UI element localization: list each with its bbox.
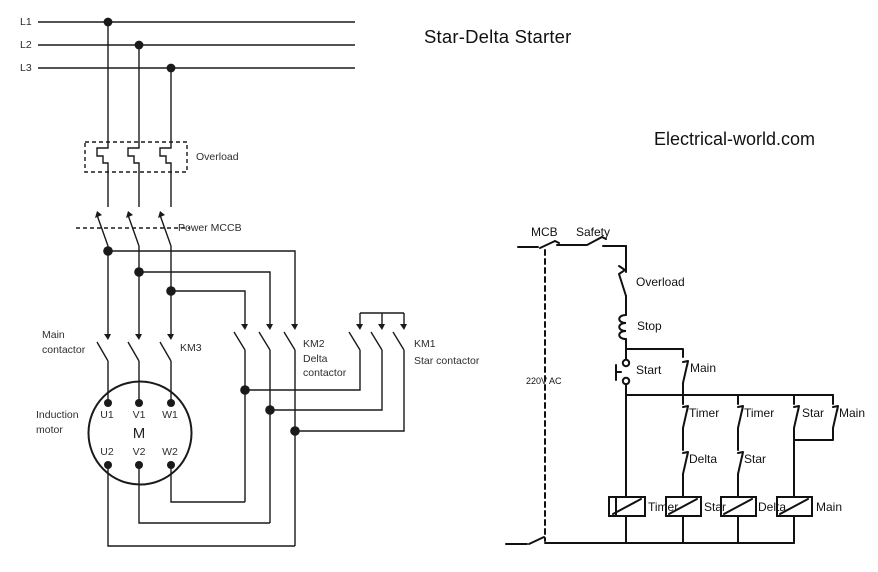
bottom-bus bbox=[505, 536, 795, 545]
main-contactor-km3-symbol bbox=[96, 334, 174, 403]
safety-contact bbox=[586, 236, 607, 246]
rung-delta-coil bbox=[720, 394, 757, 544]
branch-feeds bbox=[103, 246, 296, 336]
label-start: Start bbox=[636, 363, 662, 377]
label-timer-contact-2: Timer bbox=[744, 406, 775, 420]
label-main-holding: Main bbox=[690, 361, 717, 375]
page-title: Star-Delta Starter bbox=[424, 26, 572, 47]
delta-contactor-km2-symbol bbox=[233, 324, 300, 546]
label-power-mccb: Power MCCB bbox=[178, 222, 242, 234]
label-timer-contact-1: Timer bbox=[689, 406, 720, 420]
label-main-coil: Main bbox=[816, 500, 843, 514]
phase-bus-lines bbox=[38, 17, 355, 142]
stop-button bbox=[618, 314, 627, 360]
motor-letter-m: M bbox=[132, 425, 146, 442]
mcb-contact bbox=[539, 240, 560, 249]
induction-motor-symbol bbox=[87, 380, 295, 547]
label-phase-l1: L1 bbox=[20, 16, 32, 28]
label-phase-l2: L2 bbox=[20, 39, 32, 51]
motor-terminal-v2: V2 bbox=[132, 446, 146, 458]
label-km1-star-contactor: KM1 Star contactor bbox=[414, 338, 480, 367]
label-star-parallel: Star bbox=[802, 406, 825, 420]
label-overload-relay: Overload bbox=[196, 151, 239, 163]
label-main-contactor: Main contactor bbox=[42, 329, 86, 356]
watermark-text: Electrical-world.com bbox=[654, 129, 816, 149]
label-overload-contact: Overload bbox=[636, 275, 685, 289]
label-main-parallel: Main bbox=[839, 406, 866, 420]
label-voltage: 220V AC bbox=[526, 376, 562, 386]
star-contactor-km1-symbol bbox=[245, 312, 407, 432]
power-mccb-symbol bbox=[76, 172, 190, 247]
motor-terminal-w1: W1 bbox=[162, 409, 178, 421]
power-circuit bbox=[38, 17, 407, 547]
label-delta-coil: Delta bbox=[758, 500, 787, 514]
start-button bbox=[615, 358, 631, 396]
label-timer-coil: Timer bbox=[648, 500, 679, 514]
label-star-coil: Star bbox=[704, 500, 727, 514]
label-stop: Stop bbox=[637, 319, 662, 333]
motor-terminal-u1: U1 bbox=[100, 409, 114, 421]
rung-main-coil bbox=[776, 394, 839, 544]
overload-contact bbox=[618, 245, 627, 316]
label-mcb: MCB bbox=[531, 225, 558, 239]
rung-timer-coil bbox=[608, 394, 646, 544]
motor-terminal-w2: W2 bbox=[162, 446, 178, 458]
label-delta-contact: Delta bbox=[689, 452, 718, 466]
overload-relay-symbol bbox=[84, 141, 188, 173]
control-circuit bbox=[505, 236, 839, 545]
label-km2-delta-contactor: KM2 Delta contactor bbox=[303, 338, 347, 380]
main-holding-contact bbox=[625, 348, 689, 396]
label-star-contact: Star bbox=[744, 452, 767, 466]
label-phase-l3: L3 bbox=[20, 62, 32, 74]
mcb-return-contact bbox=[528, 536, 545, 545]
motor-terminal-v1: V1 bbox=[132, 409, 146, 421]
motor-terminal-u2: U2 bbox=[100, 446, 114, 458]
label-induction-motor: Induction motor bbox=[36, 409, 79, 436]
supply-rail bbox=[517, 236, 627, 542]
rung-star-coil bbox=[665, 394, 702, 544]
label-km3: KM3 bbox=[180, 342, 202, 354]
label-safety: Safety bbox=[576, 225, 611, 239]
